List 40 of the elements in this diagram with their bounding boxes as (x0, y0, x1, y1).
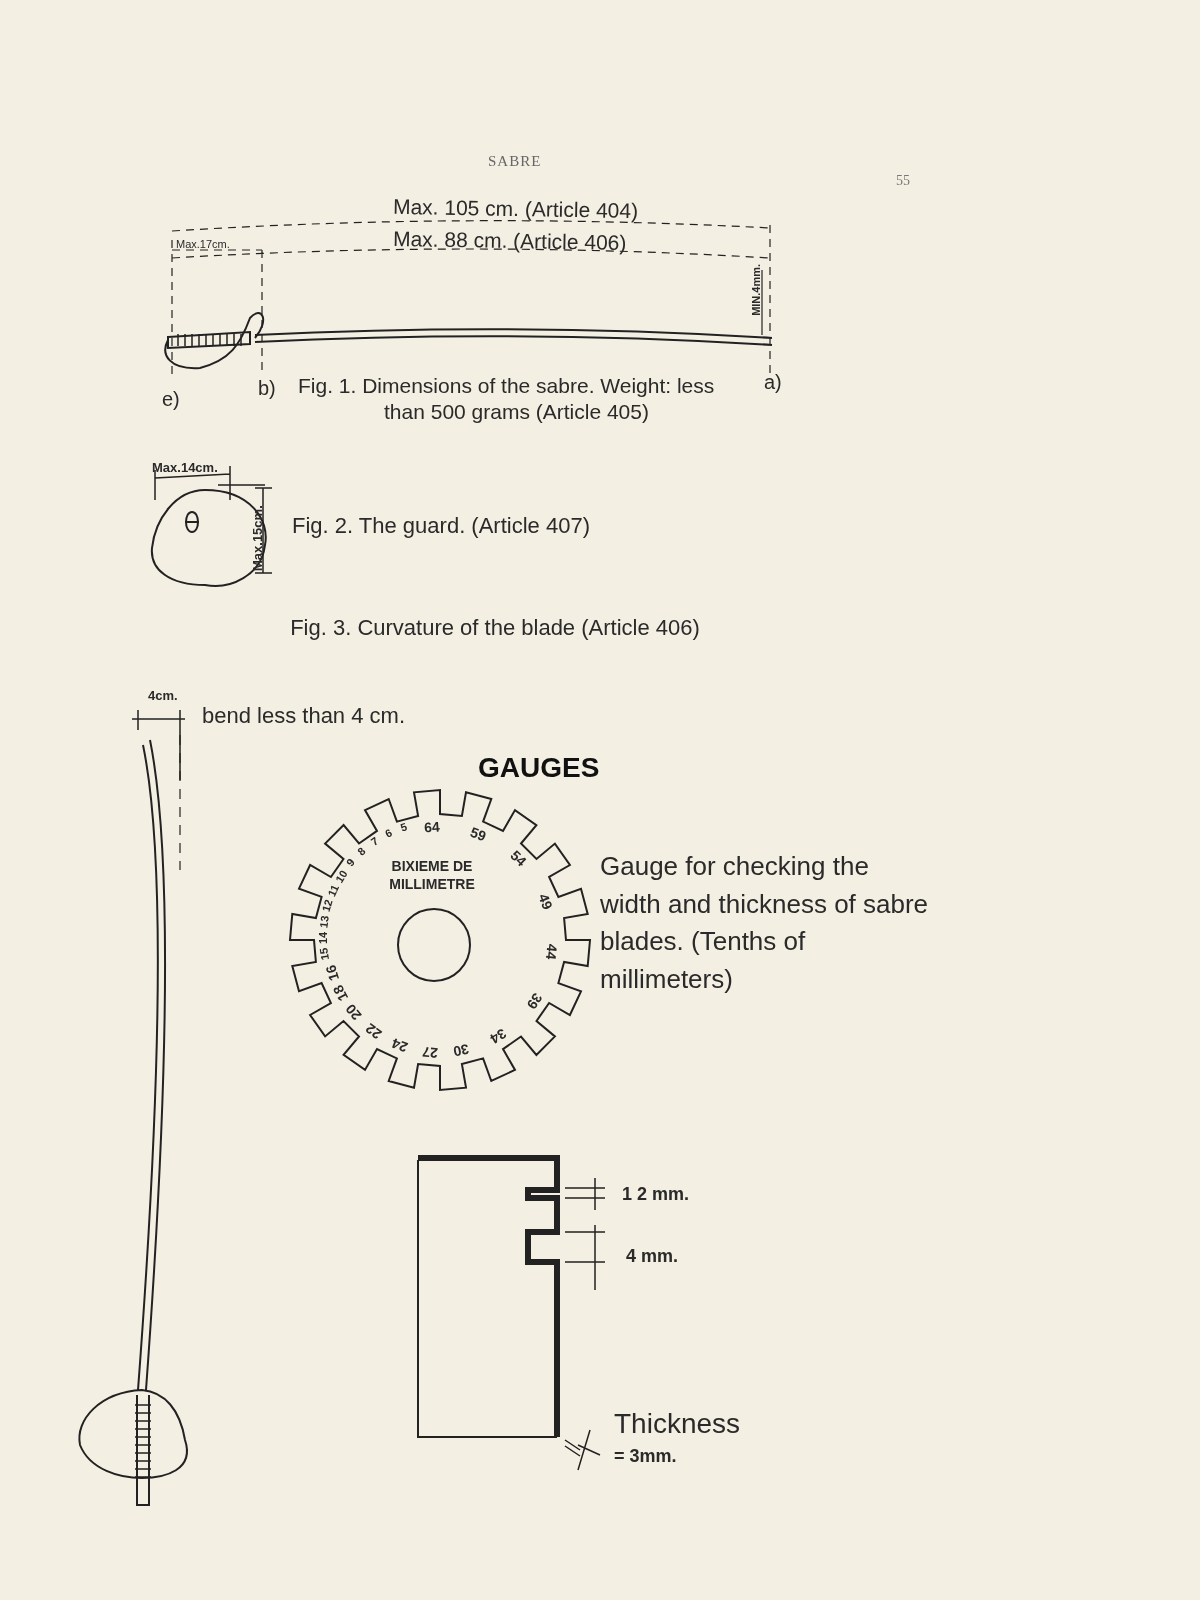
dimension-label: = 3mm. (614, 1445, 677, 1468)
gauge-number: 30 (451, 1040, 472, 1061)
running-head: SABRE (488, 152, 542, 171)
gauge-number: 12 (319, 897, 337, 916)
dimension-label: Max.14cm. (152, 460, 218, 477)
gauge-number: 7 (367, 833, 382, 850)
gauge-number: 14 (317, 930, 331, 946)
gauge-number: 59 (467, 822, 490, 846)
page-number: 55 (896, 172, 910, 190)
gauge-number: 34 (486, 1024, 510, 1049)
gauge-number: 54 (506, 846, 531, 872)
figure-caption: Fig. 1. Dimensions of the sabre. Weight: less than 500 grams (Article 405) (298, 373, 716, 426)
callout-letter: b) (258, 376, 276, 401)
gauge-number: 24 (388, 1033, 411, 1057)
callout-letter: a) (764, 370, 782, 395)
callout-letter: e) (162, 387, 180, 412)
gauge-number: 13 (316, 913, 333, 931)
dimension-label: 4 mm. (626, 1245, 679, 1268)
description-text: Gauge for checking the width and thickness of sabre blades. (Tenths of millimeters) (600, 850, 930, 997)
dimension-label: Max. 105 cm. (Article 404) (392, 193, 639, 225)
dimension-label: MIN.4mm. (750, 263, 764, 316)
dimension-label: 1 2 mm. (622, 1183, 690, 1206)
section-heading: GAUGES (478, 751, 600, 785)
gauge-number: 6 (382, 825, 396, 842)
gauge-number: 15 (316, 946, 333, 964)
gauge-marking: BIXIEME DE MILLIMETRE (388, 857, 476, 894)
annotation-text: Thickness (614, 1407, 741, 1441)
dimension-label: Max.17cm. (176, 238, 230, 252)
gauge-number: 49 (534, 890, 557, 914)
gauge-number: 64 (422, 818, 442, 838)
annotation-text: bend less than 4 cm. (202, 702, 405, 730)
gauge-number: 39 (522, 989, 547, 1014)
figure-caption: Fig. 2. The guard. (Article 407) (292, 512, 591, 540)
figure-caption: Fig. 3. Curvature of the blade (Article 406) (289, 614, 701, 642)
gauge-number: 27 (420, 1042, 440, 1061)
gauge-number: 44 (542, 941, 562, 963)
dimension-label: Max. 88 cm. (Article 406) (392, 225, 627, 257)
dimension-label: 4cm. (148, 688, 178, 705)
dimension-label: Max.15cm. (249, 505, 266, 571)
gauge-number: 5 (398, 819, 410, 836)
